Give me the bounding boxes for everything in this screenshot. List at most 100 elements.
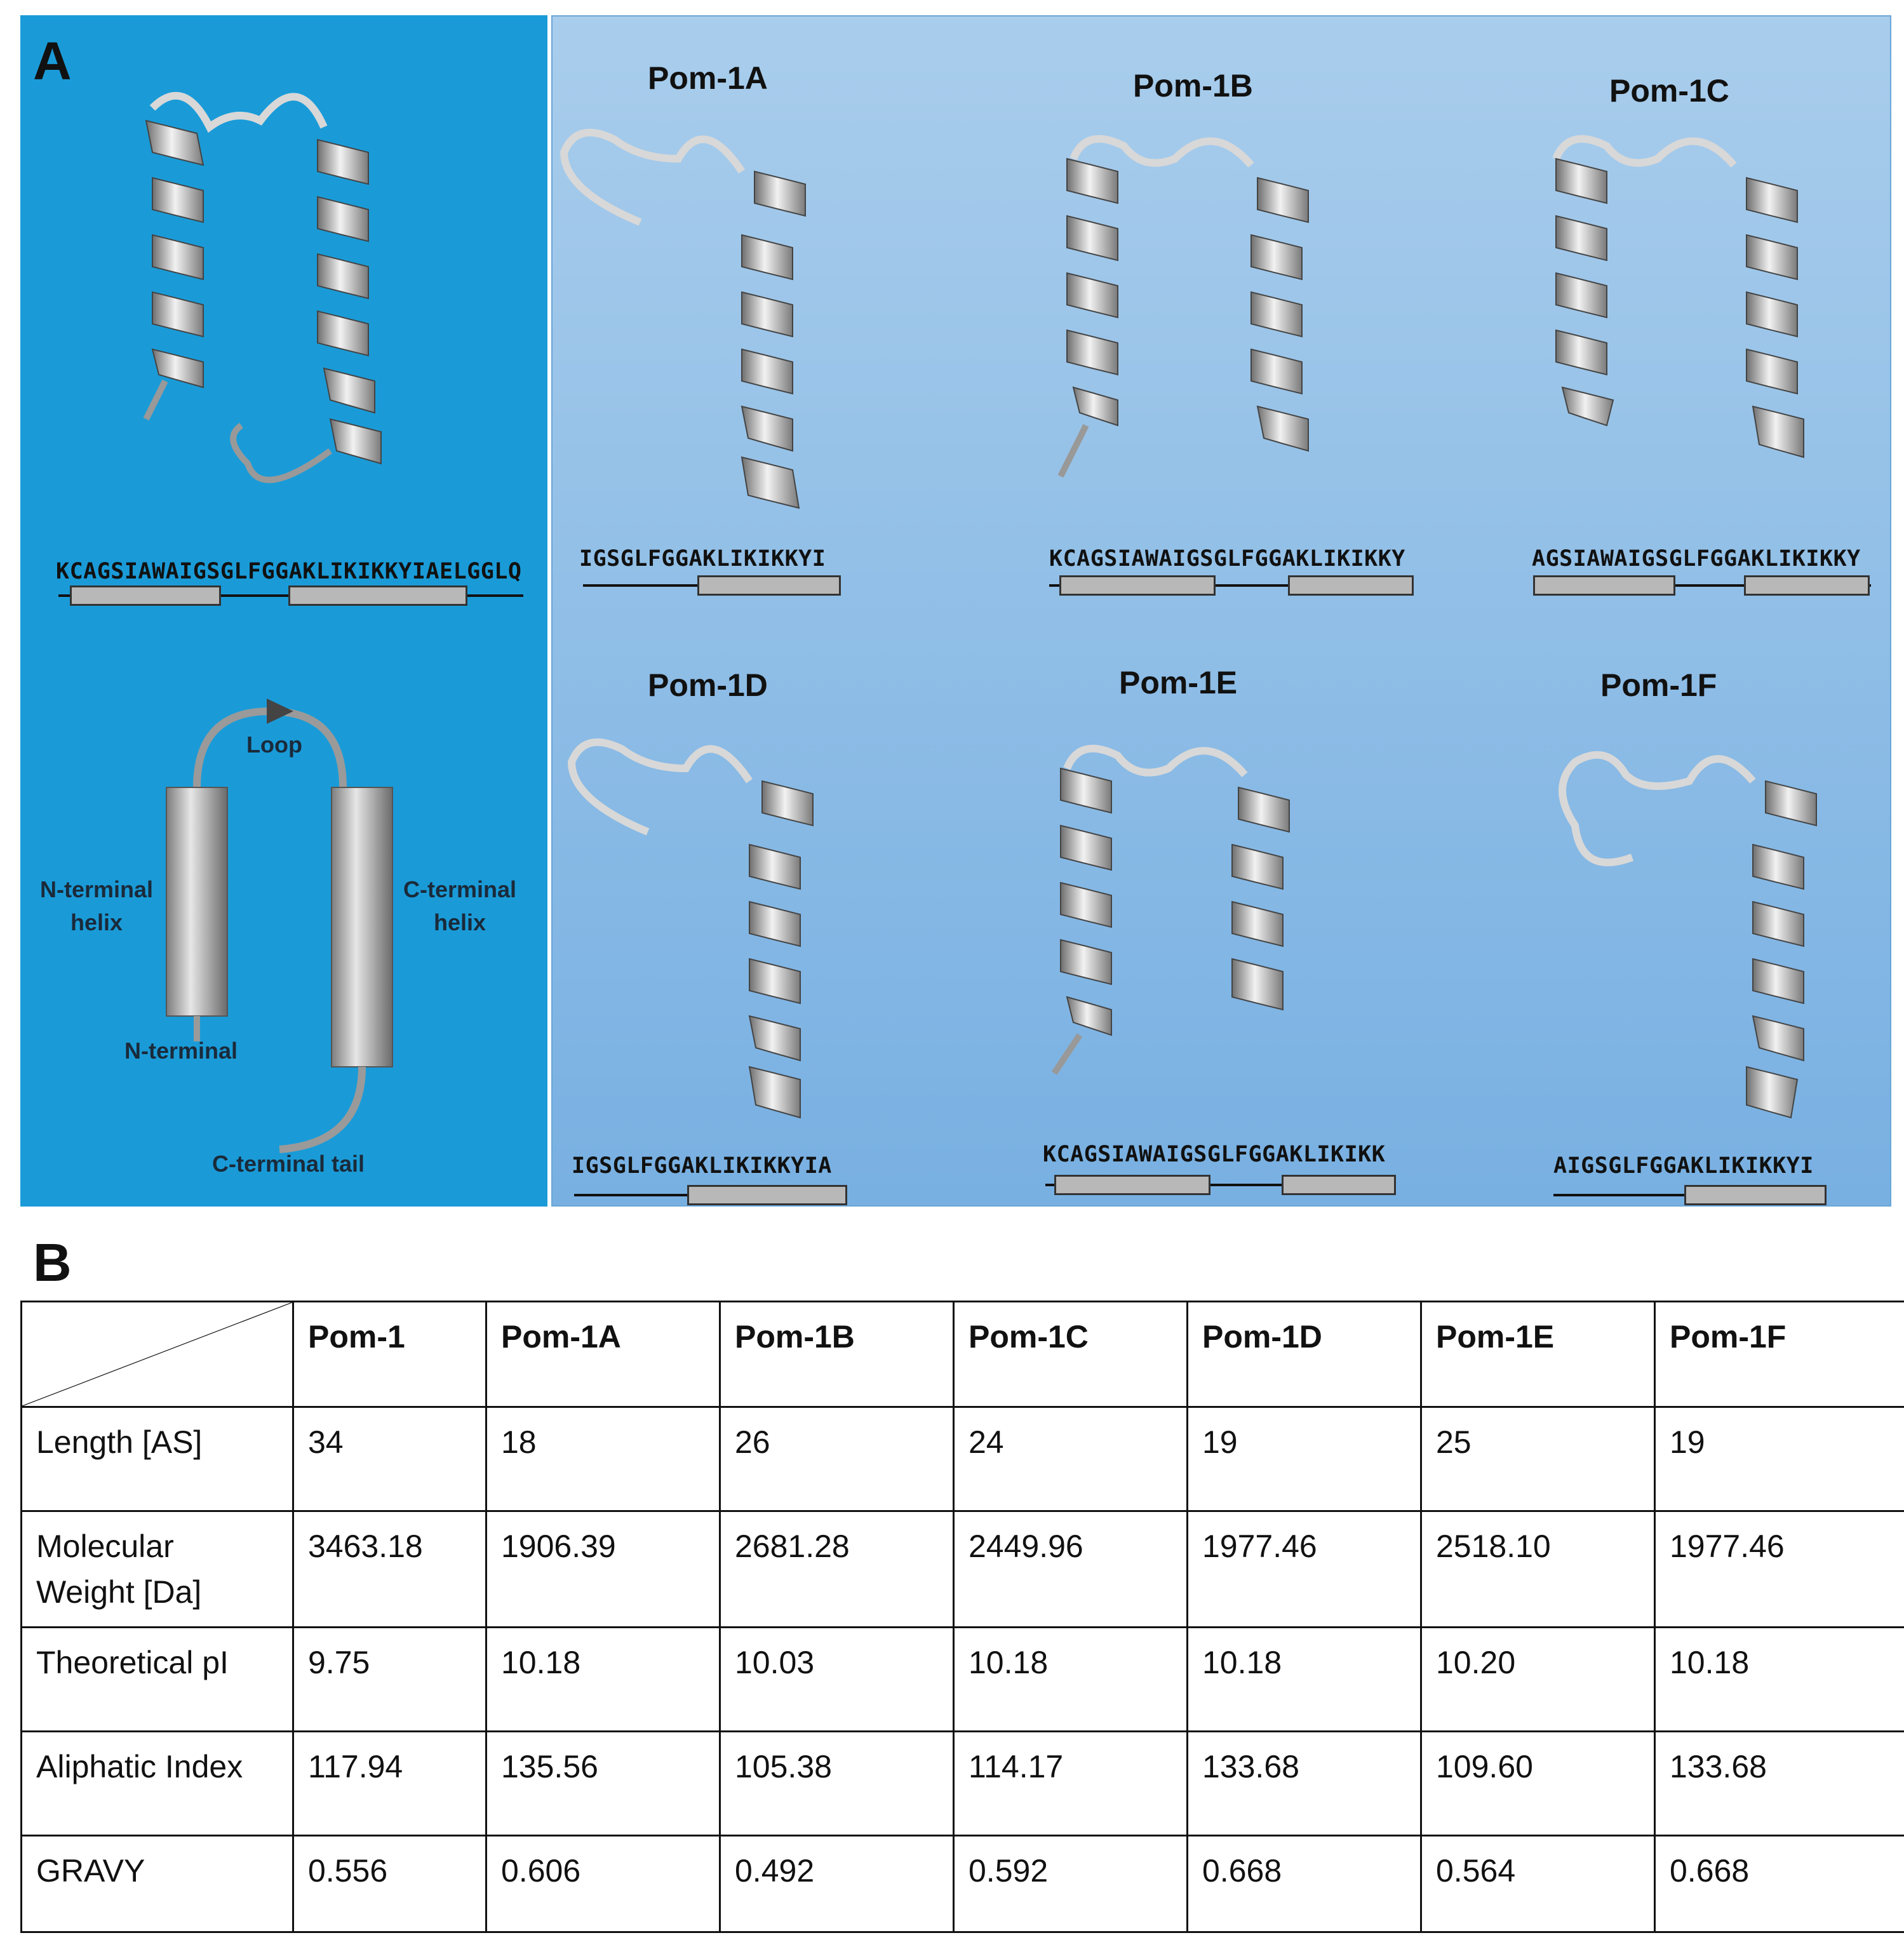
- table-row: Aliphatic Index 117.94 135.56 105.38 114…: [20, 1730, 1904, 1836]
- table-row: GRAVY 0.556 0.606 0.492 0.592 0.668 0.56…: [20, 1835, 1904, 1933]
- corner-diagonal: [22, 1302, 292, 1406]
- table-row: Length [AS] 34 18 26 24 19 25 19: [20, 1406, 1904, 1512]
- topology-diagram: [166, 699, 393, 1153]
- row-label: Theoretical pI: [20, 1626, 294, 1732]
- pom-1b-schematic-line: [1049, 584, 1414, 587]
- table-cell: 1906.39: [485, 1510, 721, 1628]
- table-cell: 10.18: [1186, 1626, 1422, 1732]
- table-cell: 133.68: [1654, 1730, 1904, 1836]
- table-cell: 10.18: [1654, 1626, 1904, 1732]
- pom1-sequence: KCAGSIAWAIGSGLFGGAKLIKIKKYIAELGGLQ: [56, 559, 522, 584]
- pom1-n-helix-box: [70, 585, 221, 606]
- panel-a-label: A: [33, 31, 72, 91]
- pom-1c-ribbon-structure: [1552, 135, 1804, 458]
- pom-1d-helix-box: [687, 1185, 847, 1205]
- table-cell: 18: [485, 1406, 721, 1512]
- table-cell: 0.668: [1654, 1835, 1904, 1933]
- pom-1c-n-helix-box: [1533, 575, 1675, 596]
- table-header-row: Pom-1 Pom-1A Pom-1B Pom-1C Pom-1D Pom-1E…: [20, 1301, 1904, 1408]
- pom-1b-ribbon-structure: [1057, 135, 1309, 478]
- variant-title-pom-1b: Pom-1B: [1133, 68, 1253, 104]
- n-terminal-helix-label: N-terminal helix: [39, 876, 154, 935]
- pom-1f-helix-box: [1684, 1185, 1827, 1205]
- row-label: Aliphatic Index: [20, 1730, 294, 1836]
- table-cell: 0.592: [953, 1835, 1188, 1933]
- table-cell: 0.606: [485, 1835, 721, 1933]
- table-cell: 2449.96: [953, 1510, 1188, 1628]
- table-cell: 9.75: [292, 1626, 487, 1732]
- c-terminal-helix-label: C-terminal helix: [403, 876, 517, 935]
- panel-a-right-background: [551, 15, 1891, 1207]
- row-label: GRAVY: [20, 1835, 294, 1933]
- table-cell: 3463.18: [292, 1510, 487, 1628]
- column-header: Pom-1D: [1186, 1301, 1422, 1408]
- column-header: Pom-1E: [1420, 1301, 1656, 1408]
- variant-title-pom-1f: Pom-1F: [1600, 667, 1717, 703]
- column-header: Pom-1B: [719, 1301, 955, 1408]
- table-cell: 10.18: [953, 1626, 1188, 1732]
- table-cell: 0.492: [719, 1835, 955, 1933]
- pom-1c-sequence: AGSIAWAIGSGLFGGAKLIKIKKY: [1532, 546, 1861, 572]
- pom-1e-sequence: KCAGSIAWAIGSGLFGGAKLIKIKK: [1043, 1142, 1386, 1167]
- pom-1c-schematic-line: [1533, 584, 1871, 587]
- table-cell: 19: [1654, 1406, 1904, 1512]
- column-header: Pom-1C: [953, 1301, 1188, 1408]
- pom-1a-sequence: IGSGLFGGAKLIKIKKYI: [579, 546, 826, 572]
- table-cell: 0.564: [1420, 1835, 1656, 1933]
- column-header: Pom-1: [292, 1301, 487, 1408]
- pom-1f-sequence: AIGSGLFGGAKLIKIKKYI: [1553, 1153, 1814, 1179]
- column-header: Pom-1F: [1654, 1301, 1904, 1408]
- loop-label: Loop: [246, 732, 302, 758]
- table-cell: 34: [292, 1406, 487, 1512]
- table-cell: 10.18: [485, 1626, 721, 1732]
- pom-1a-helix-box: [697, 575, 841, 596]
- table-cell: 0.556: [292, 1835, 487, 1933]
- table-cell: 19: [1186, 1406, 1422, 1512]
- table-cell: 10.03: [719, 1626, 955, 1732]
- row-label: Length [AS]: [20, 1406, 294, 1512]
- variant-title-pom-1a: Pom-1A: [648, 60, 768, 96]
- pom-1d-sequence: IGSGLFGGAKLIKIKKYIA: [572, 1153, 832, 1179]
- pom-1e-n-helix-box: [1054, 1175, 1210, 1195]
- table-corner-cell: [20, 1301, 294, 1408]
- pom1-c-helix-box: [288, 585, 467, 606]
- variant-title-pom-1c: Pom-1C: [1609, 73, 1729, 109]
- table-cell: 117.94: [292, 1730, 487, 1836]
- n-terminal-label: N-terminal: [124, 1038, 238, 1064]
- table-cell: 25: [1420, 1406, 1656, 1512]
- panel-a-left-background: [20, 15, 547, 1207]
- table-cell: 109.60: [1420, 1730, 1656, 1836]
- pom-1d-ribbon-structure: [567, 738, 814, 1119]
- table-cell: 10.20: [1420, 1626, 1656, 1732]
- column-header: Pom-1A: [485, 1301, 721, 1408]
- table-cell: 133.68: [1186, 1730, 1422, 1836]
- table-row: Theoretical pI 9.75 10.18 10.03 10.18 10…: [20, 1626, 1904, 1732]
- table-row: Molecular Weight [Da] 3463.18 1906.39 26…: [20, 1510, 1904, 1628]
- peptide-properties-table: Pom-1 Pom-1A Pom-1B Pom-1C Pom-1D Pom-1E…: [20, 1301, 1904, 1933]
- variant-title-pom-1d: Pom-1D: [648, 667, 768, 703]
- pom-1e-c-helix-box: [1282, 1175, 1396, 1195]
- pom-1b-n-helix-box: [1059, 575, 1216, 596]
- pom-1e-ribbon-structure: [1051, 744, 1290, 1075]
- table-cell: 1977.46: [1654, 1510, 1904, 1628]
- pom-1b-sequence: KCAGSIAWAIGSGLFGGAKLIKIKKY: [1049, 546, 1405, 572]
- pom-1c-c-helix-box: [1744, 575, 1870, 596]
- table-cell: 0.668: [1186, 1835, 1422, 1933]
- panel-b-label: B: [33, 1233, 72, 1292]
- table-cell: 24: [953, 1406, 1188, 1512]
- pom1-ribbon-structure: [143, 91, 382, 483]
- table-cell: 26: [719, 1406, 955, 1512]
- pom-1a-ribbon-structure: [560, 128, 806, 509]
- pom-1e-schematic-line: [1045, 1184, 1395, 1186]
- table-cell: 135.56: [485, 1730, 721, 1836]
- table-cell: 105.38: [719, 1730, 955, 1836]
- variant-title-pom-1e: Pom-1E: [1119, 665, 1238, 700]
- c-terminal-tail-label: C-terminal tail: [212, 1151, 365, 1177]
- table-cell: 2681.28: [719, 1510, 955, 1628]
- pom-1b-c-helix-box: [1288, 575, 1414, 596]
- table-cell: 114.17: [953, 1730, 1188, 1836]
- table-cell: 1977.46: [1186, 1510, 1422, 1628]
- table-cell: 2518.10: [1420, 1510, 1656, 1628]
- loop-arrow-icon: [267, 699, 293, 724]
- pom-1f-ribbon-structure: [1559, 751, 1817, 1119]
